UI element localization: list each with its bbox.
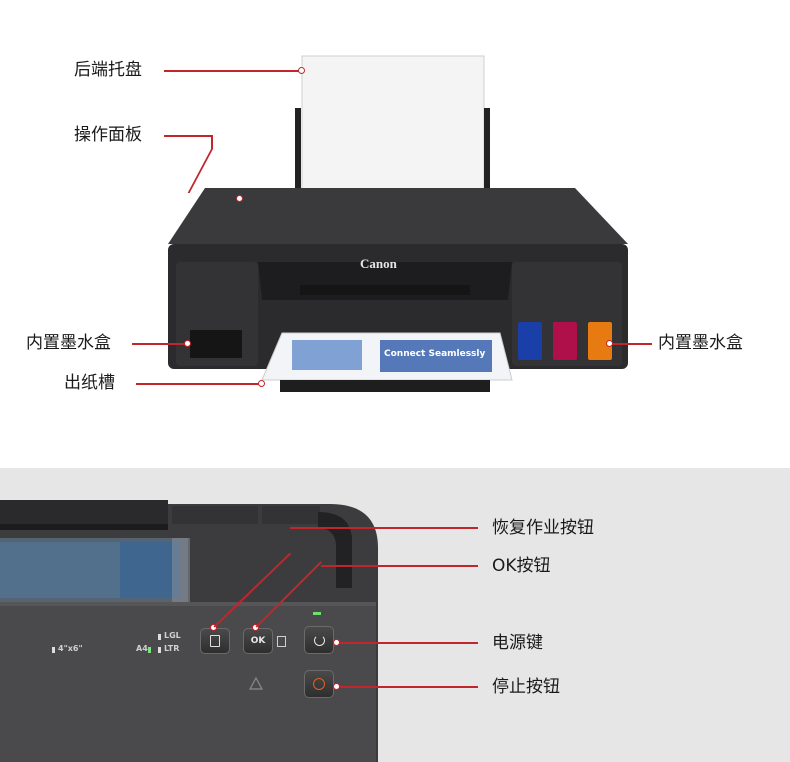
paper-print-text: Connect Seamlessly — [384, 349, 486, 359]
control-panel-section: 4"x6" A4 LGL LTR OK 恢复作业按钮 OK按钮 电源键 停止按钮 — [0, 468, 790, 762]
printer-illustration — [168, 55, 628, 392]
size-label-4x6: 4"x6" — [58, 644, 83, 653]
printer-brand-logo: Canon — [360, 256, 397, 271]
size-label-lgl: LGL — [164, 631, 181, 640]
callout-power-button: 电源键 — [492, 633, 543, 653]
callout-ink-tank-right: 内置墨水盒 — [658, 333, 743, 353]
callout-operation-panel: 操作面板 — [74, 125, 142, 145]
ink-tank-yellow — [588, 322, 612, 360]
paper-icon — [210, 635, 220, 647]
control-panel-illustration — [0, 500, 378, 762]
callout-ink-tank-left: 内置墨水盒 — [26, 333, 111, 353]
resume-button[interactable] — [200, 628, 230, 654]
stop-button[interactable] — [304, 670, 334, 698]
power-icon — [313, 634, 325, 646]
callout-output-tray: 出纸槽 — [64, 373, 115, 393]
printer-lid — [168, 188, 628, 244]
ok-button-label: OK — [250, 636, 266, 646]
callout-stop-button: 停止按钮 — [492, 677, 560, 697]
size-label-a4: A4 — [136, 644, 148, 653]
power-button[interactable] — [304, 626, 334, 654]
size-label-ltr: LTR — [164, 644, 180, 653]
ink-tank-cyan — [518, 322, 542, 360]
ink-tank-magenta — [553, 322, 577, 360]
callout-ok-button: OK按钮 — [492, 556, 551, 576]
rear-paper — [301, 55, 485, 197]
stop-icon — [313, 678, 325, 690]
copy-icon — [277, 636, 286, 647]
callout-rear-tray: 后端托盘 — [74, 60, 142, 80]
ok-button[interactable]: OK — [243, 628, 273, 654]
callout-resume-button: 恢复作业按钮 — [492, 518, 594, 538]
